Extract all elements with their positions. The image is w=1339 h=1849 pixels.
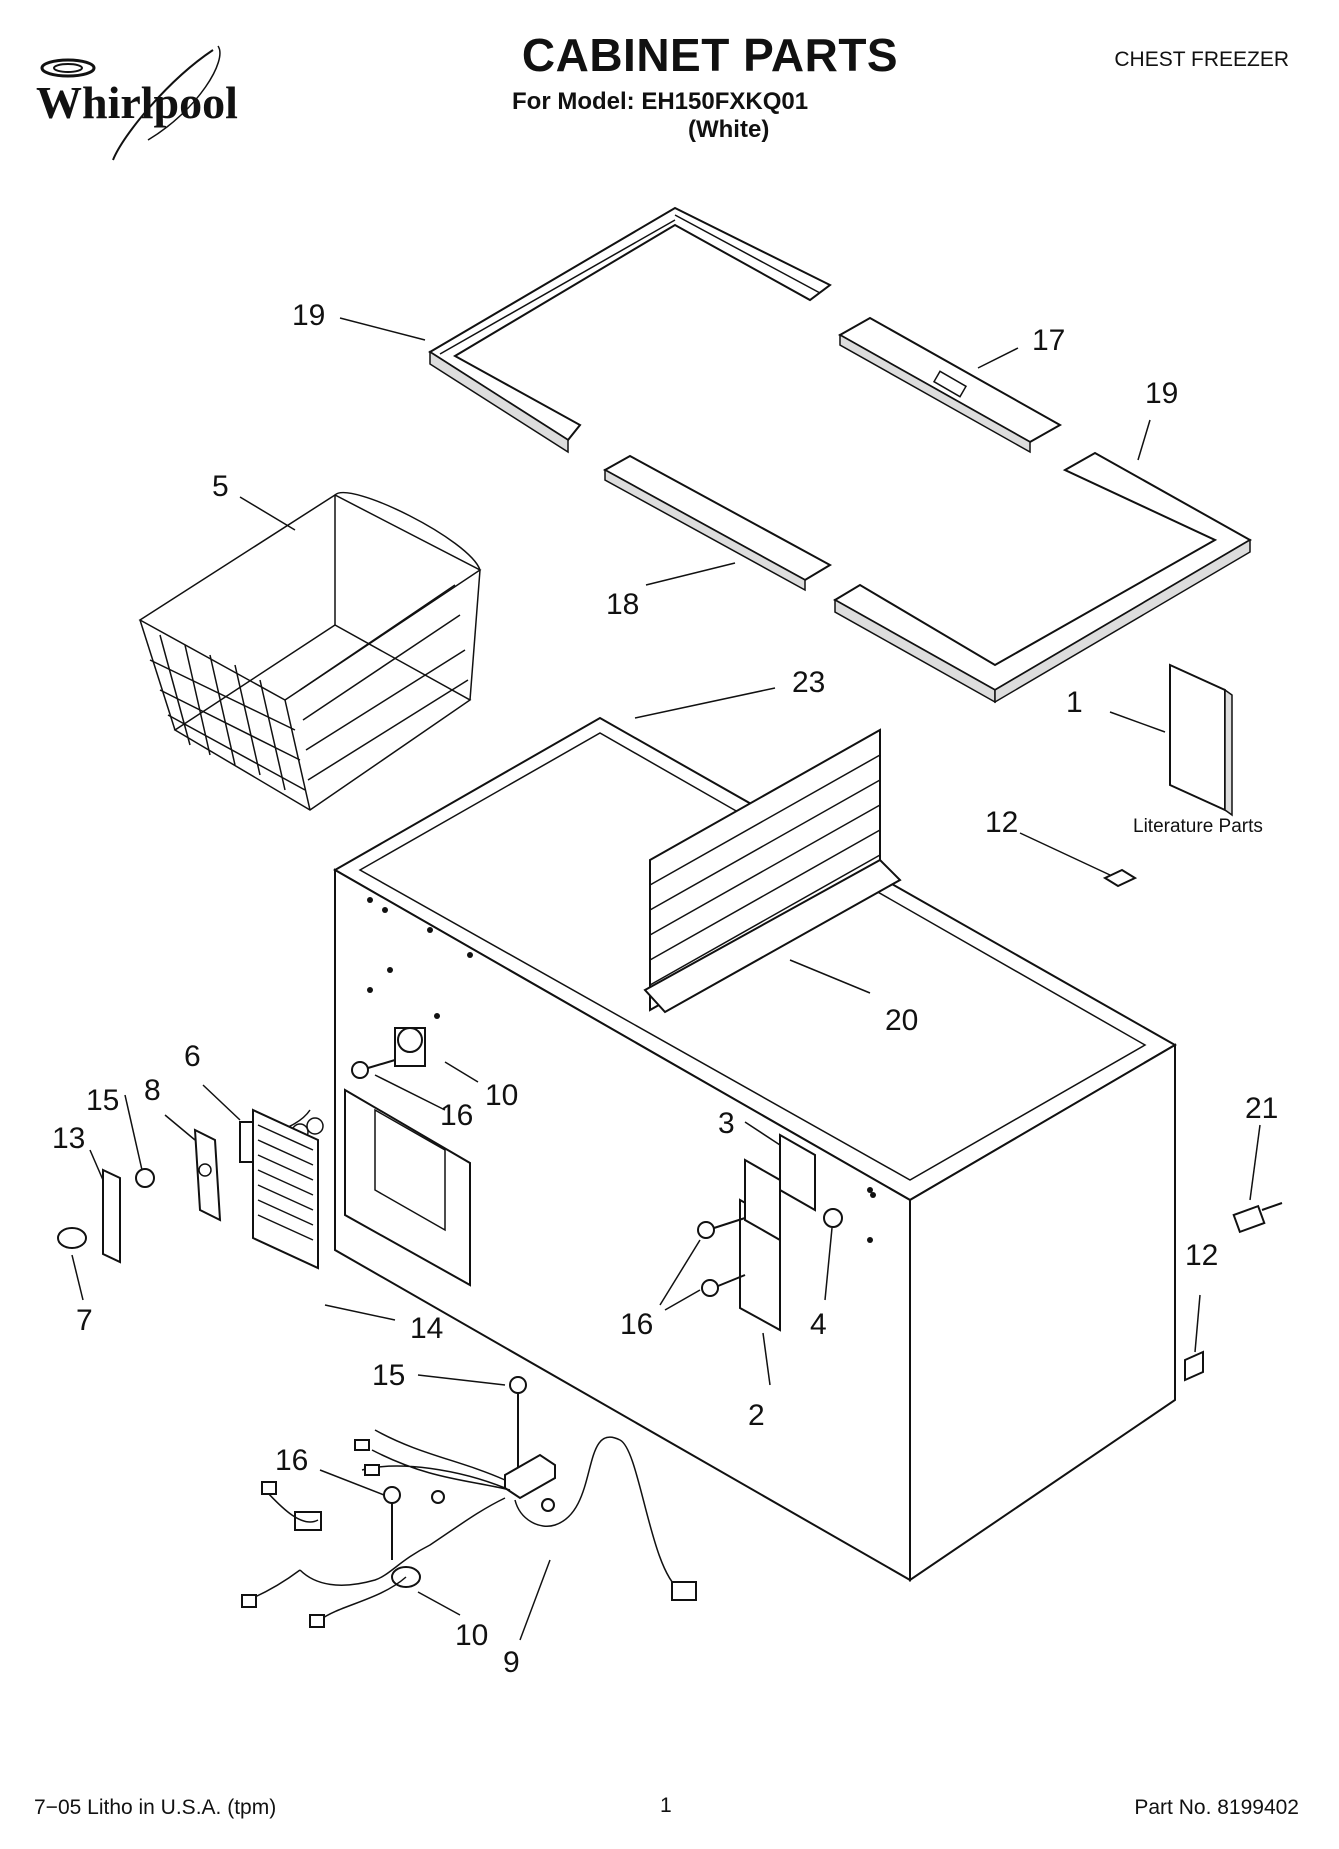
callout-14: 14 (410, 1312, 443, 1345)
callout-10-upper: 10 (485, 1079, 518, 1112)
callout-6: 6 (184, 1040, 201, 1073)
litho-note: 7−05 Litho in U.S.A. (tpm) (34, 1796, 277, 1819)
callout-leaders (71, 317, 1261, 1641)
callout-15-left: 15 (86, 1084, 119, 1117)
callout-4: 4 (810, 1308, 827, 1341)
label-tag-bottom (1184, 1350, 1204, 1382)
callout-12-top: 12 (985, 806, 1018, 839)
callout-15-harness: 15 (372, 1359, 405, 1392)
model-number: For Model: EH150FXKQ01 (512, 88, 809, 115)
callout-19-left: 19 (292, 299, 325, 332)
label-tag-top (1102, 868, 1138, 888)
callout-2: 2 (748, 1399, 765, 1432)
callout-12-bottom: 12 (1185, 1239, 1218, 1272)
page-number: 1 (660, 1794, 672, 1817)
lid-frame-left (428, 206, 832, 454)
callout-10-lower: 10 (455, 1619, 488, 1652)
callout-13: 13 (52, 1122, 85, 1155)
callout-5: 5 (212, 470, 229, 503)
hinge-clamp-upper (351, 1013, 440, 1079)
literature-booklet (1169, 663, 1233, 817)
whirlpool-logo: Whirlpool (28, 40, 288, 170)
callout-7: 7 (76, 1304, 93, 1337)
literature-parts-label: Literature Parts (1133, 816, 1263, 837)
logo-wordmark: Whirlpool (36, 77, 238, 128)
callout-16-harness: 16 (275, 1444, 308, 1477)
divider (643, 728, 902, 1014)
page-title: CABINET PARTS (521, 29, 899, 81)
callout-23: 23 (792, 666, 825, 699)
callout-3: 3 (718, 1107, 735, 1140)
callout-16-hinge: 16 (620, 1308, 653, 1341)
lid-frame-right (833, 451, 1253, 704)
callout-16-upper: 16 (440, 1099, 473, 1132)
callout-18: 18 (606, 588, 639, 621)
callout-1: 1 (1066, 686, 1083, 719)
vent-grille (252, 1108, 319, 1270)
callout-17: 17 (1032, 324, 1065, 357)
callout-21: 21 (1245, 1092, 1278, 1125)
lid-rail-rear (602, 454, 833, 592)
callout-19-right: 19 (1145, 377, 1178, 410)
product-category: CHEST FREEZER (1114, 48, 1289, 71)
callout-9: 9 (503, 1646, 520, 1679)
lid-hinge (697, 1133, 843, 1332)
leveling-leg (1232, 1202, 1283, 1234)
wiring-harness (241, 1376, 697, 1628)
lid-rail-front (837, 316, 1063, 454)
callout-8: 8 (144, 1074, 161, 1107)
callout-labels: 19 17 19 5 18 23 1 Literature Parts 12 2… (52, 299, 1278, 1679)
model-color: (White) (688, 116, 770, 143)
callout-20: 20 (885, 1004, 918, 1037)
part-number: Part No. 8199402 (1134, 1796, 1299, 1819)
wire-basket (138, 492, 482, 811)
